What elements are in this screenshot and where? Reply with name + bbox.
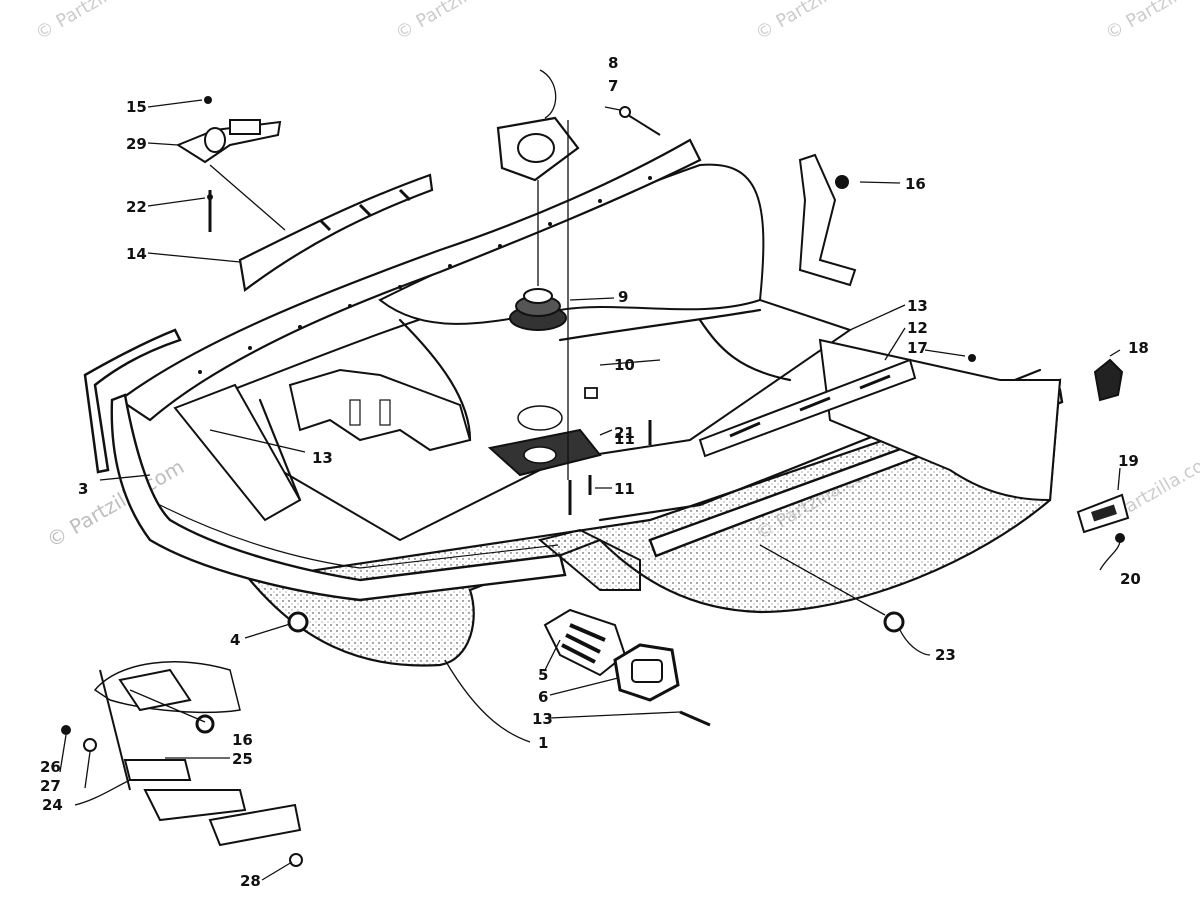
callout-11a: 11 <box>614 430 635 448</box>
callout-29: 29 <box>126 135 147 153</box>
rim-rivets <box>198 176 652 374</box>
part-10-clip <box>584 387 598 399</box>
callout-13c: 13 <box>532 710 553 728</box>
callout-25: 25 <box>232 750 253 768</box>
callout-1: 1 <box>538 734 548 752</box>
callout-16a: 16 <box>905 175 926 193</box>
callout-14: 14 <box>126 245 147 263</box>
part-18-end-cap <box>1093 358 1124 402</box>
part-15-pin <box>204 96 212 104</box>
part-23-nut <box>883 611 905 633</box>
bumper-inner-line <box>159 504 559 569</box>
callout-13a: 13 <box>907 297 928 315</box>
watermark: © Partzilla.com <box>392 0 523 44</box>
front-bumper-rail <box>110 393 567 602</box>
callout-8: 8 <box>608 54 618 72</box>
callout-15: 15 <box>126 98 147 116</box>
watermark: © Partzilla.com <box>752 0 883 44</box>
part-17-rivet <box>968 354 976 362</box>
part-11-screw <box>568 420 652 515</box>
callout-26: 26 <box>40 758 61 776</box>
callout-3: 3 <box>78 480 88 498</box>
callout-17: 17 <box>907 339 928 357</box>
callout-23: 23 <box>935 646 956 664</box>
lower-left-bracket-group <box>61 661 303 867</box>
callout-9: 9 <box>618 288 628 306</box>
center-opening <box>517 405 563 431</box>
callout-21: 21 <box>614 424 635 442</box>
callout-24: 24 <box>42 796 63 814</box>
callout-6: 6 <box>538 688 548 706</box>
top-rim-flange <box>118 138 702 422</box>
part-22-screw <box>207 190 213 232</box>
callout-10: 10 <box>614 356 635 374</box>
part-19-reflector <box>1076 493 1130 534</box>
callout-7: 7 <box>608 77 618 95</box>
center-lower-housing <box>537 528 641 591</box>
tunnel-edge <box>698 318 792 382</box>
part-16-rubber-bumper <box>798 153 857 287</box>
part-7-screw <box>619 106 661 136</box>
callout-4: 4 <box>230 631 240 649</box>
part-14-hood-trim <box>238 173 434 292</box>
part-5-bellows <box>543 608 627 677</box>
callout-20: 20 <box>1120 570 1141 588</box>
callout-5: 5 <box>538 666 548 684</box>
callout-16b: 16 <box>232 731 253 749</box>
part-4-grommet <box>287 611 309 633</box>
leader-lines <box>59 69 1121 881</box>
left-panel-edge <box>258 398 302 502</box>
floor-crease <box>558 308 762 342</box>
callout-labels: 1 3 4 5 6 7 8 9 10 11 11 12 13 13 13 14 … <box>40 54 1149 890</box>
callout-18: 18 <box>1128 339 1149 357</box>
tunnel-edge <box>398 318 472 442</box>
callout-11b: 11 <box>614 480 635 498</box>
watermark: © Partzilla.com <box>32 0 163 44</box>
part-9-grommet <box>509 288 567 331</box>
callout-28: 28 <box>240 872 261 890</box>
belly-pan-assembly <box>110 138 1064 667</box>
part-3-trim-strip <box>83 328 182 474</box>
callout-19: 19 <box>1118 452 1139 470</box>
callout-13b: 13 <box>312 449 333 467</box>
callout-12: 12 <box>907 319 928 337</box>
part-13-screw <box>679 710 711 727</box>
callout-22: 22 <box>126 198 147 216</box>
watermark: © Partzilla.com <box>1102 0 1200 44</box>
part-20-nut <box>1115 533 1125 543</box>
callout-27: 27 <box>40 777 61 795</box>
